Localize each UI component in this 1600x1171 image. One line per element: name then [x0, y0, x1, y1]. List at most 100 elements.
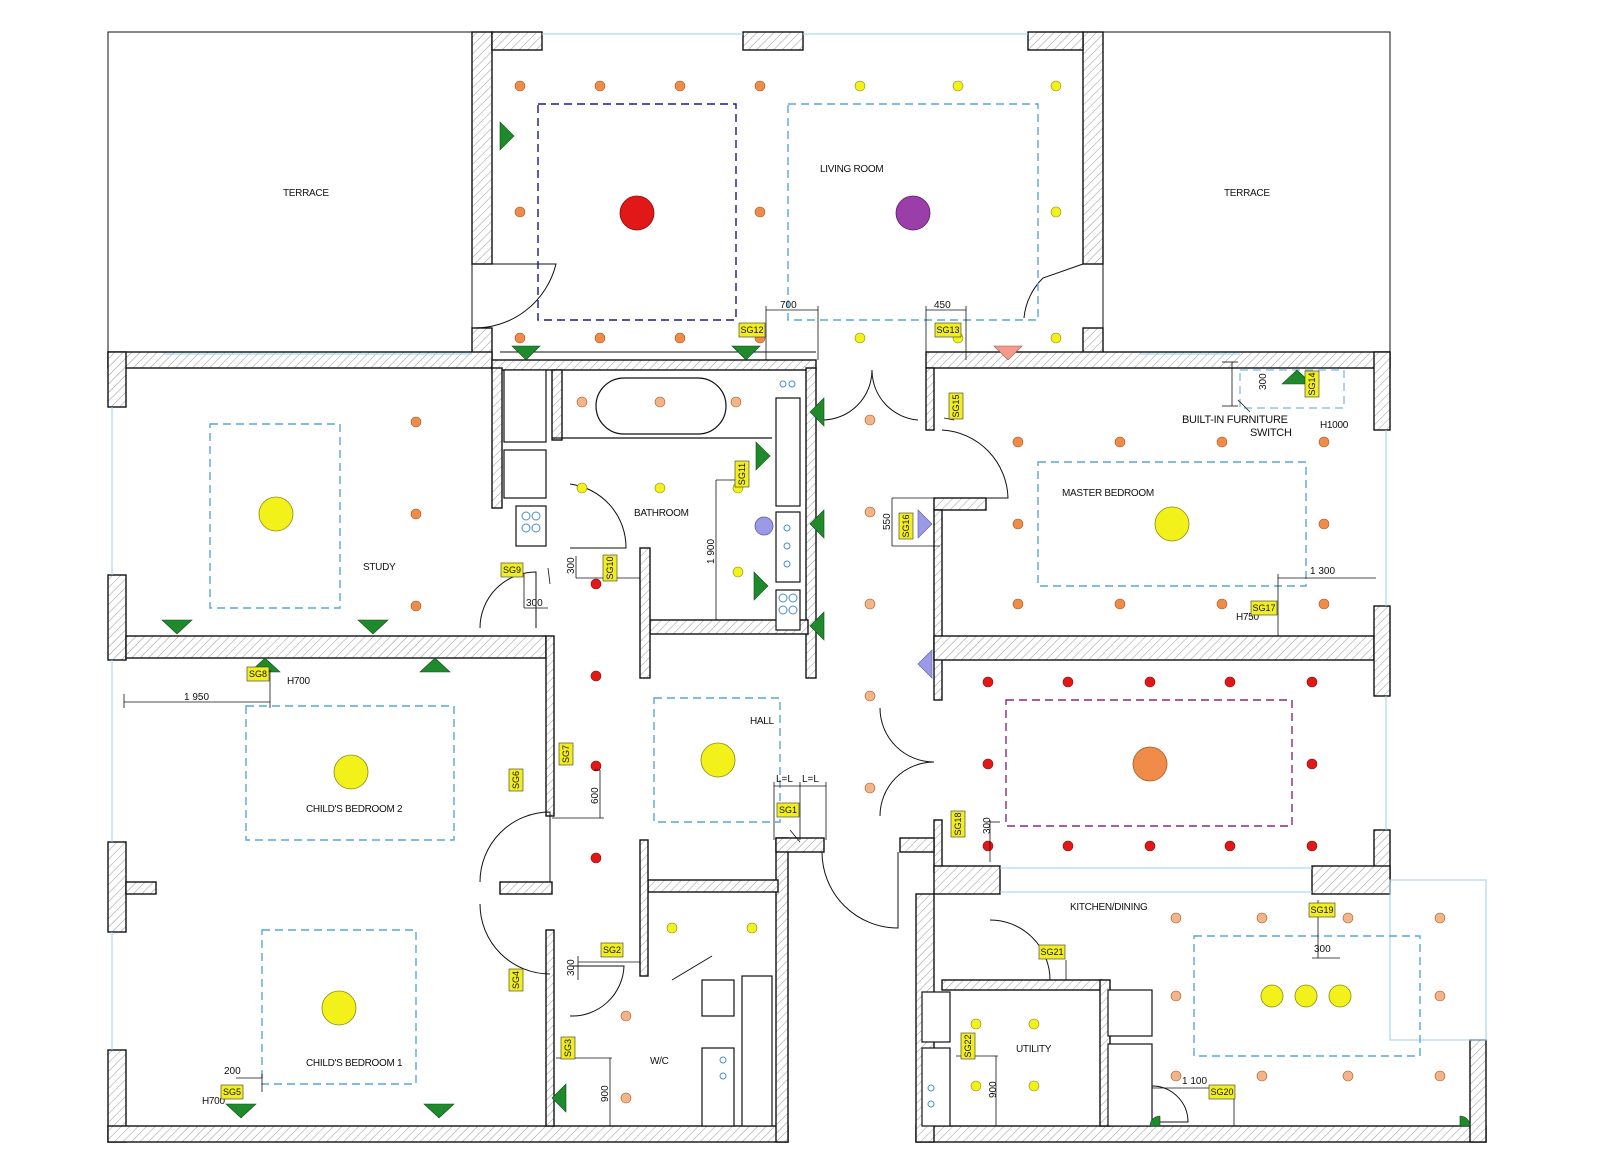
switch-tag-sg1: SG1	[776, 802, 800, 818]
switch-tag-sg16: SG16	[898, 512, 914, 540]
dim-450: 450	[934, 300, 951, 311]
switch-tag-sg6: SG6	[508, 768, 524, 792]
note-h1000: H1000	[1320, 420, 1349, 431]
switch-tag-sg22: SG22	[960, 1032, 976, 1060]
pendant-living-purple	[895, 195, 931, 231]
switch-tag-sg18: SG18	[950, 810, 966, 838]
switch-tag-label: SG9	[503, 565, 521, 575]
pendant-master	[1154, 506, 1190, 542]
dimension-texts: 700 450 550 1 900 300 300 300 1 300 1 95…	[184, 300, 1335, 1102]
wall-hall-right-stub	[899, 837, 935, 853]
switch-tag-sg8: SG8	[246, 666, 270, 682]
wc-shelf-1	[701, 979, 735, 1017]
switch-tag-label: SG21	[1040, 947, 1063, 957]
switch-tag-sg14: SG14	[1304, 370, 1320, 398]
dim-700: 700	[780, 300, 797, 311]
pendant-dining	[1132, 746, 1168, 782]
wall-master-left-2	[933, 497, 987, 511]
wall-study-bottom	[125, 635, 547, 659]
switch-tag-label: SG22	[963, 1034, 973, 1057]
walls	[107, 31, 1487, 1143]
switch-tag-sg10: SG10	[602, 554, 618, 582]
switch-tag-label: SG10	[605, 556, 615, 579]
dim-300-builtin: 300	[1258, 373, 1269, 390]
wall-outer-left-3	[107, 841, 127, 933]
outline-child1	[261, 929, 417, 1085]
room-label-master: MASTER BEDROOM	[1062, 488, 1154, 499]
switch-tag-label: SG17	[1252, 603, 1275, 613]
outline-kitchen	[1193, 935, 1421, 1057]
sink-bath	[775, 589, 801, 631]
switch-tag-label: SG5	[223, 1087, 241, 1097]
switch-tag-label: SG8	[249, 669, 267, 679]
switch-tag-sg4: SG4	[508, 968, 524, 992]
room-label-utility: UTILITY	[1016, 1044, 1052, 1055]
switch-tag-sg21: SG21	[1038, 944, 1066, 960]
pendant-kitchen-3	[1328, 984, 1352, 1008]
pendant-kitchen-2	[1294, 984, 1318, 1008]
dim-600: 600	[590, 787, 601, 804]
wall-master-bottom	[933, 635, 1375, 661]
utility-shelf-2	[921, 1047, 951, 1127]
outline-dining	[1005, 699, 1293, 827]
switch-tag-sg5: SG5	[220, 1084, 244, 1100]
pendant-hall	[700, 742, 736, 778]
dimension-lines	[123, 306, 1376, 1126]
room-label-study: STUDY	[363, 562, 396, 573]
switch-tag-sg12: SG12	[738, 322, 766, 338]
note-h750: H750	[1236, 612, 1259, 623]
switch-tag-label: SG1	[779, 805, 797, 815]
wall-dining-bottom-r	[1311, 865, 1391, 895]
kitchen-unit-1	[1107, 989, 1153, 1037]
wall-master-left-3	[933, 509, 943, 701]
dim-300-study-h: 300	[526, 598, 543, 609]
dim-1100: 1 100	[1182, 1076, 1207, 1087]
wall-dining-left	[933, 819, 943, 873]
wall-bath-inner	[639, 547, 651, 679]
dim-300-sg2: 300	[566, 959, 577, 976]
wall-hall-stub	[775, 837, 825, 853]
wall-utility-top	[941, 979, 1103, 991]
dim-ll-2: L=L	[802, 774, 819, 785]
pendant-child2	[333, 754, 369, 790]
note-h700-child2: H700	[287, 676, 310, 687]
wall-wc-left	[639, 839, 649, 977]
dim-ll-1: L=L	[776, 774, 793, 785]
wall-living-top-left	[491, 31, 543, 51]
wardrobe-1	[503, 369, 547, 443]
wall-child2-bottom	[125, 881, 157, 895]
outline-child2	[245, 705, 455, 841]
ceiling-outlines	[209, 103, 1421, 1085]
pink-marker	[993, 345, 1023, 361]
pendant-lights	[258, 195, 1352, 1026]
switch-tag-label: SG14	[1307, 372, 1317, 395]
dim-1950: 1 950	[184, 692, 209, 703]
wall-master-left	[925, 367, 935, 431]
room-labels: TERRACE TERRACE LIVING ROOM STUDY BATHRO…	[283, 164, 1271, 1069]
wall-hall-left-2	[545, 929, 555, 1127]
switch-tag-label: SG7	[561, 745, 571, 763]
notes: BUILT-IN FURNITURE SWITCH H1000 H700 H70…	[202, 414, 1349, 1107]
wc-sink	[701, 1047, 735, 1127]
switch-tag-label: SG18	[953, 812, 963, 835]
switch-tag-label: SG20	[1210, 1087, 1233, 1097]
spotlights-orange	[410, 80, 1330, 612]
room-label-hall: HALL	[750, 716, 775, 727]
switch-tag-sg2: SG2	[600, 942, 624, 958]
room-label-bathroom: BATHROOM	[634, 508, 689, 519]
terrace-left-outline	[107, 31, 473, 353]
wall-child2-bottom-b	[499, 881, 553, 895]
outline-builtin	[1239, 369, 1345, 409]
switch-tag-label: SG4	[511, 971, 521, 989]
pendant-child1	[321, 990, 357, 1026]
vanity	[775, 397, 801, 507]
room-label-terrace-left: TERRACE	[283, 188, 329, 199]
outline-living-right	[787, 103, 1039, 321]
wall-dining-bottom-l	[933, 865, 1001, 895]
wall-living-left	[471, 31, 493, 265]
dim-300-study-v: 300	[566, 557, 577, 574]
switch-tag-sg3: SG3	[560, 1036, 576, 1060]
outline-living-left	[537, 103, 737, 321]
switch-tag-sg17: SG17	[1250, 600, 1278, 616]
